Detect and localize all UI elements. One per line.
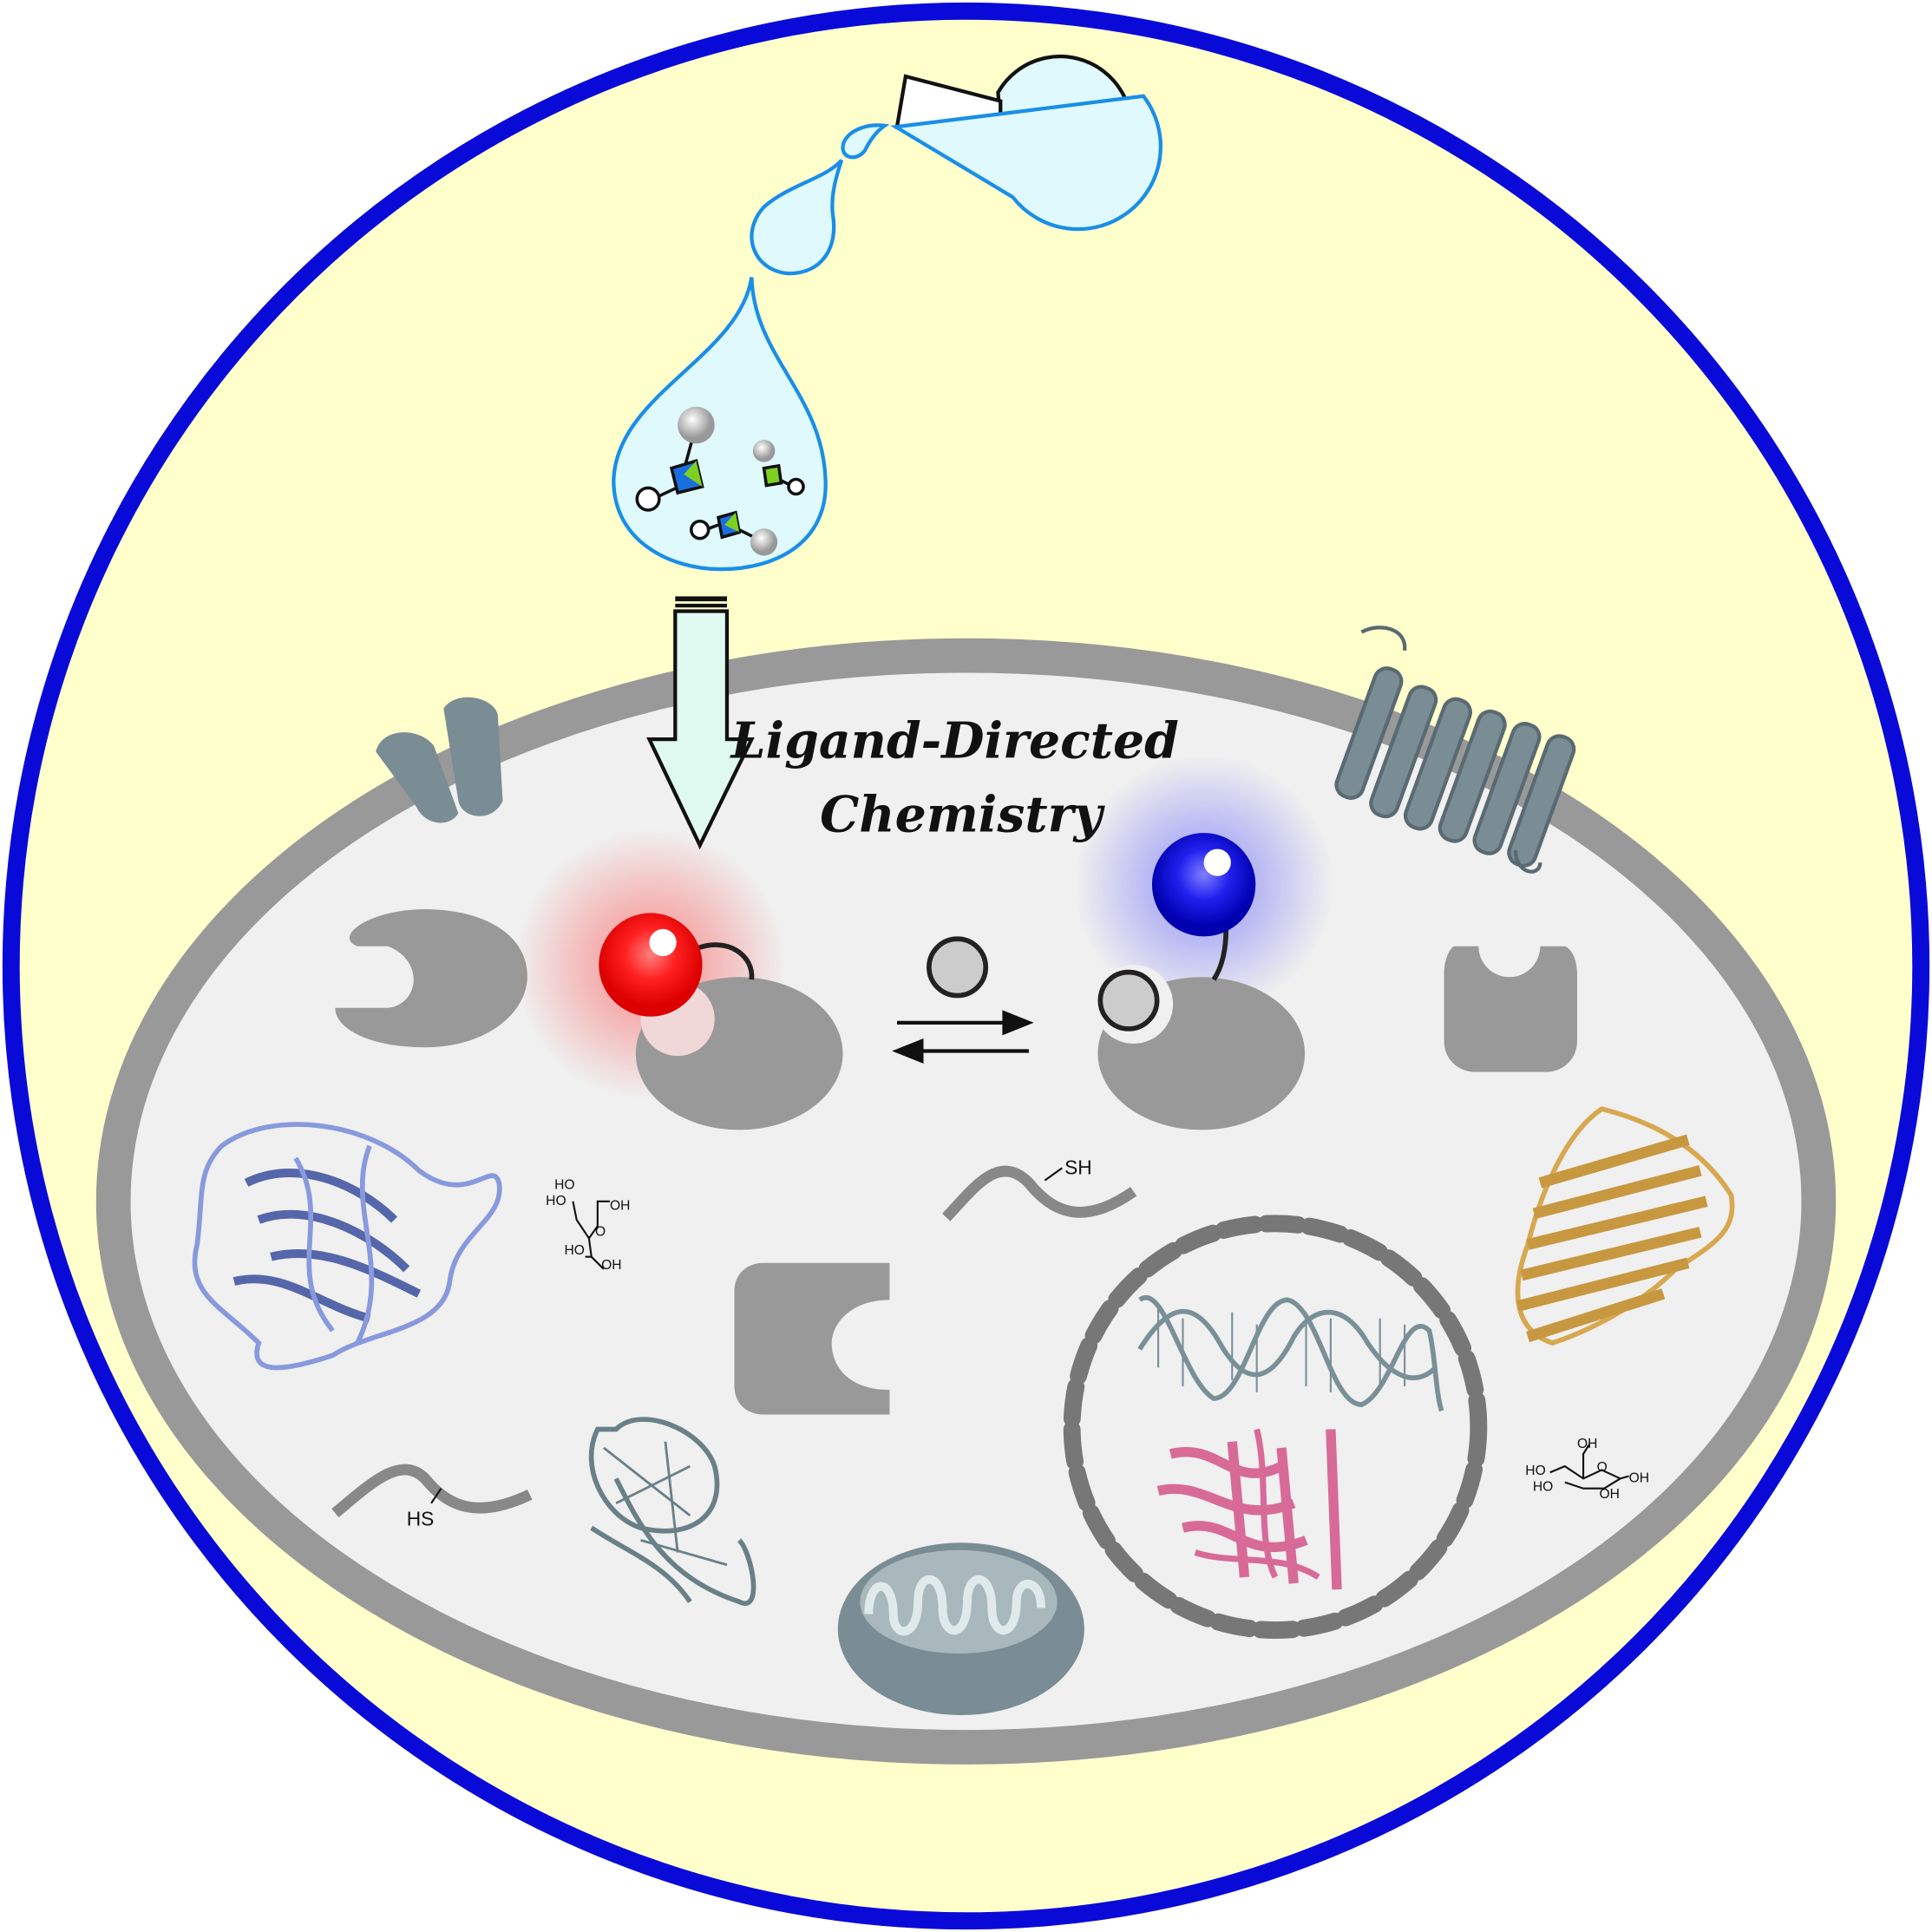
sphere-highlight [1203, 848, 1231, 876]
dna-double-helix [1137, 1295, 1444, 1412]
flask-icon [890, 55, 1163, 232]
thiol-peptide-top: SH [942, 1156, 1137, 1221]
gold-protein-structure [1515, 1106, 1735, 1346]
pocket-protein-right [1444, 946, 1577, 1072]
membrane-channel-protein [376, 697, 503, 823]
blue-protein-structure [192, 1122, 502, 1371]
title-line-1: Ligand-Directed [730, 712, 1179, 770]
free-ligand [927, 936, 989, 999]
glucose-structure-right: OH HO O HO OH OH [1525, 1437, 1649, 1502]
sugar-label: OH [1600, 1487, 1620, 1502]
red-probe-sphere [599, 913, 703, 1017]
mitochondrion [837, 1542, 1084, 1716]
down-arrow-icon [646, 596, 755, 850]
thiol-peptide-bottom: HS [331, 1464, 533, 1529]
gpcr-membrane-protein [1334, 625, 1576, 874]
sugar-label: O [595, 1225, 606, 1240]
ligand-probe-molecules [635, 406, 805, 556]
thiol-label: HS [407, 1507, 435, 1529]
rna-structure [588, 1417, 756, 1606]
sugar-label: O [1597, 1460, 1608, 1475]
sugar-label: HO [1533, 1480, 1553, 1495]
sugar-label: HO [1525, 1464, 1545, 1478]
title-line-2: Chemistry [820, 787, 1105, 844]
pink-protein-structure [1156, 1428, 1342, 1590]
thiol-label: SH [1064, 1156, 1092, 1179]
pocket-protein-left [335, 909, 527, 1048]
reagent-drops [612, 123, 890, 572]
released-ligand [1097, 969, 1160, 1031]
sphere-highlight [649, 928, 677, 957]
sugar-label: OH [601, 1258, 621, 1273]
sugar-label: HO [554, 1178, 574, 1193]
linker-right [1211, 930, 1229, 981]
sugar-label: OH [1577, 1437, 1597, 1451]
sugar-label: HO [546, 1194, 566, 1208]
nucleus [1063, 1215, 1488, 1639]
equilibrium-arrows-icon [892, 1010, 1034, 1064]
sugar-label: OH [610, 1199, 630, 1214]
linker [695, 942, 755, 980]
sugar-label: HO [564, 1243, 584, 1258]
glucose-structure-left: HO HO OH O HO OH [546, 1178, 630, 1273]
blue-probe-sphere [1151, 833, 1256, 937]
pocket-protein-center [734, 1262, 890, 1415]
sugar-label: OH [1629, 1471, 1649, 1486]
